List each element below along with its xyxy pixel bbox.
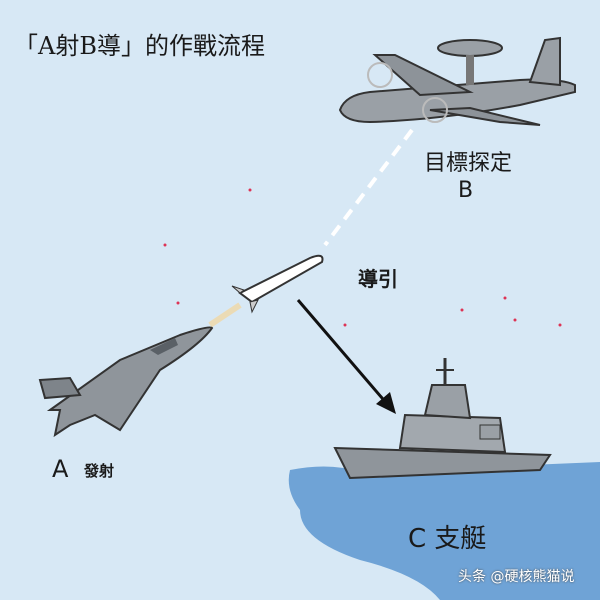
sea — [288, 462, 600, 600]
a-label: A — [52, 455, 69, 483]
c-label: C 支艇 — [408, 524, 487, 554]
missile — [208, 254, 324, 328]
target-lock-label: 目標探定 — [424, 151, 513, 176]
launch-label: 發射 — [84, 462, 115, 480]
b-label: B — [458, 178, 474, 203]
watermark: 头条 @硬核熊猫说 — [458, 569, 575, 585]
awacs-aircraft — [338, 36, 576, 126]
page-title: 「A射B導」的作戰流程 — [14, 32, 265, 60]
datalink-dashed-line — [323, 128, 414, 247]
destroyer-ship — [333, 358, 552, 480]
decorative-dots — [163, 188, 562, 327]
fighter-jet — [38, 326, 214, 438]
guidance-label: 導引 — [358, 267, 398, 291]
guidance-arrow — [296, 299, 396, 414]
